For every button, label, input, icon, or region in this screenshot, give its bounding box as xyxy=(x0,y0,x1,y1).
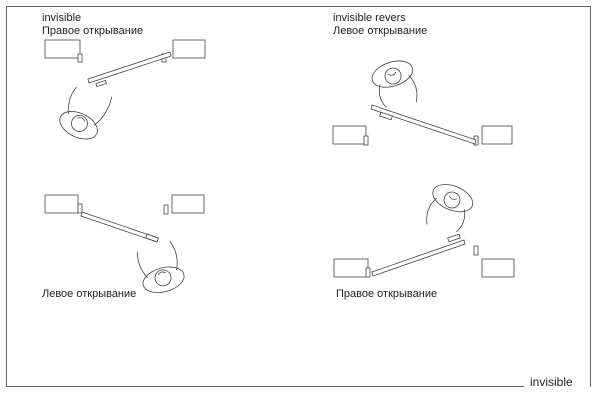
wall-left xyxy=(44,194,79,214)
diagram-3 xyxy=(44,194,205,293)
wall-right xyxy=(171,194,205,214)
diagram-2-caption: Левое открывание xyxy=(333,25,428,37)
door-handle xyxy=(447,233,461,243)
person-figure xyxy=(426,184,474,233)
door-leaf xyxy=(370,104,477,145)
diagram-1 xyxy=(44,39,206,140)
hinge xyxy=(77,53,83,63)
strike xyxy=(365,267,371,278)
wall-right xyxy=(481,125,513,145)
strike xyxy=(163,204,169,215)
wall-left xyxy=(44,39,81,59)
diagram-4-caption: Правое открывание xyxy=(336,288,438,300)
diagram-3-caption: Левое открывание xyxy=(42,288,137,300)
hinge xyxy=(473,245,479,256)
door-handle xyxy=(145,233,159,243)
door-leaf xyxy=(371,239,466,277)
person-figure xyxy=(371,60,418,108)
frame-bottom-line xyxy=(6,386,524,387)
person-figure xyxy=(136,240,185,293)
diagram-2 xyxy=(332,60,513,146)
drawing-frame xyxy=(6,6,591,387)
wall-left xyxy=(332,125,367,145)
diagram-2-title: invisible revers xyxy=(333,12,406,24)
hinge xyxy=(77,203,83,214)
brand-label: invisible xyxy=(530,375,573,389)
door-handle xyxy=(379,111,393,121)
wall-left xyxy=(333,258,369,278)
diagram-1-caption: Правое открывание xyxy=(42,25,144,37)
diagram-1-title: invisible xyxy=(42,12,82,24)
door-handle xyxy=(95,79,107,87)
wall-right xyxy=(481,258,515,278)
hinge xyxy=(363,135,369,146)
diagram-4 xyxy=(333,184,515,278)
wall-right xyxy=(172,39,206,59)
person-figure xyxy=(59,86,113,140)
door-leaf xyxy=(87,51,172,84)
